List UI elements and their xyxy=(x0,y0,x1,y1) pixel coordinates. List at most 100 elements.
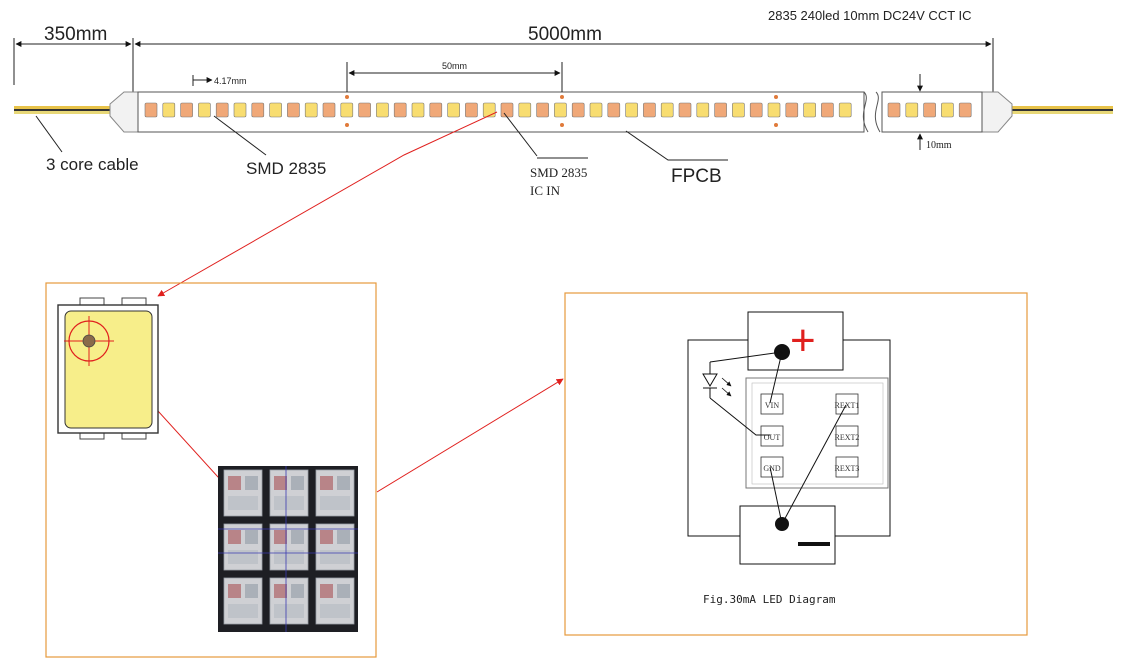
micro-pad xyxy=(245,584,258,598)
micro-pad xyxy=(274,530,287,544)
cut-markers xyxy=(345,95,778,127)
led-chip xyxy=(589,102,603,118)
dim-5000-label: 5000mm xyxy=(528,24,602,45)
micro-pad xyxy=(274,476,287,490)
led-chip xyxy=(304,102,318,118)
led-chip xyxy=(821,102,834,118)
ic-pin-label: REXT1 xyxy=(835,401,860,410)
plus-terminal xyxy=(747,311,844,371)
micro-pad xyxy=(291,530,304,544)
led-chip xyxy=(340,102,354,118)
led-chip xyxy=(287,102,300,118)
led-chip xyxy=(269,102,282,118)
micro-pad xyxy=(337,530,350,544)
ic-label-line1: SMD 2835 xyxy=(530,165,587,180)
segment-label: 50mm xyxy=(442,61,467,71)
strip-break-right xyxy=(874,91,881,133)
led-chip xyxy=(358,102,371,118)
ic-pin-label: REXT3 xyxy=(835,464,860,473)
led-chip xyxy=(643,102,656,118)
led-chip xyxy=(785,102,799,118)
micro-pad xyxy=(320,584,333,598)
micro-pad xyxy=(320,496,350,510)
led-chip xyxy=(554,102,567,118)
led-chip xyxy=(429,102,443,118)
led-chip xyxy=(696,102,710,118)
ic-leader xyxy=(503,112,538,157)
micro-pad xyxy=(320,550,350,564)
ic-pin-label: REXT2 xyxy=(835,433,860,442)
strip-break-left xyxy=(862,91,869,133)
micro-pad xyxy=(228,530,241,544)
led-chip xyxy=(749,102,763,118)
led-chip xyxy=(500,102,514,118)
fpcb-label: FPCB xyxy=(671,166,722,187)
micro-pad xyxy=(228,550,258,564)
micro-pad xyxy=(320,604,350,618)
led-chip xyxy=(180,102,193,118)
ic-pin-label: VIN xyxy=(765,401,779,410)
led-chip xyxy=(607,102,621,118)
led-chip xyxy=(714,102,727,118)
minus-symbol xyxy=(798,542,830,546)
led-chip xyxy=(215,102,229,118)
fpcb-leader xyxy=(625,130,728,161)
ic-label-line2: IC IN xyxy=(530,183,561,198)
zoom-arrow-circuit xyxy=(376,378,564,493)
led-chip xyxy=(411,102,425,118)
led-chip xyxy=(678,102,692,118)
micro-pad xyxy=(274,584,287,598)
smd-label: SMD 2835 xyxy=(246,159,326,178)
smd-leader xyxy=(213,115,267,156)
micro-pad xyxy=(337,476,350,490)
led-chip xyxy=(198,102,211,118)
micro-pad xyxy=(274,496,304,510)
micro-pad xyxy=(337,584,350,598)
led-chip xyxy=(251,102,265,118)
led-chip xyxy=(571,102,585,118)
circuit-caption: Fig.30mA LED Diagram xyxy=(703,593,836,606)
ic-pin-box xyxy=(835,456,859,478)
zoom-arrow-chip xyxy=(157,111,498,297)
led-chip xyxy=(767,102,781,118)
micro-pad xyxy=(228,496,258,510)
micro-pad xyxy=(245,530,258,544)
end-cap-left xyxy=(109,91,141,133)
micro-pad xyxy=(228,584,241,598)
cable-label: 3 core cable xyxy=(46,155,139,174)
led-row xyxy=(144,102,972,118)
ic-pin-box xyxy=(835,393,859,415)
led-chip xyxy=(958,102,972,118)
minus-terminal xyxy=(739,505,836,565)
led-chip xyxy=(838,102,852,118)
ic-pin-box xyxy=(760,425,784,447)
led-chip xyxy=(625,102,638,118)
led-chip xyxy=(162,102,176,118)
end-cap-right xyxy=(981,91,1013,133)
micro-pad xyxy=(274,550,304,564)
led-chip xyxy=(482,102,496,118)
micro-pad xyxy=(245,476,258,490)
led-chip xyxy=(144,102,158,118)
led-chip xyxy=(233,102,247,118)
width-label: 10mm xyxy=(926,140,952,151)
led-chip xyxy=(447,102,460,118)
ic-pin-box xyxy=(835,425,859,447)
led-chip xyxy=(376,102,389,118)
spec-title: 2835 240led 10mm DC24V CCT IC xyxy=(768,8,972,23)
plus-symbol: + xyxy=(790,316,816,365)
led-chip xyxy=(465,102,478,118)
micro-pad xyxy=(291,476,304,490)
ic-pin-label: GND xyxy=(763,464,781,473)
micro-pad xyxy=(320,530,333,544)
cable-leader xyxy=(35,115,63,153)
chip-package xyxy=(57,297,159,440)
led-chip xyxy=(536,102,549,118)
micro-pad xyxy=(274,604,304,618)
led-chip xyxy=(518,102,532,118)
pitch-label: 4.17mm xyxy=(214,76,247,86)
micro-pad xyxy=(228,476,241,490)
